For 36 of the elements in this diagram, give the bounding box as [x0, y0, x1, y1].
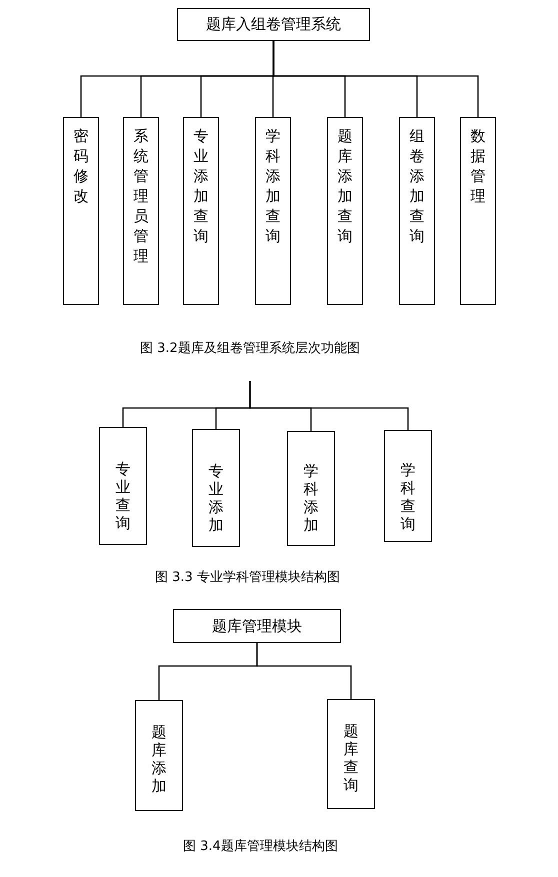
box-label: 题库查询 [343, 722, 359, 794]
box-label: 数据管理 [470, 126, 486, 206]
connector-line [249, 381, 409, 430]
box-label: 组卷添加查询 [409, 126, 425, 246]
function-box [460, 117, 496, 305]
function-box [123, 117, 159, 305]
figure-caption: 图 3.4题库管理模块结构图 [183, 838, 338, 855]
module-box [173, 609, 341, 643]
box-label: 题库添加 [151, 723, 167, 795]
function-box [63, 117, 99, 305]
function-box [135, 700, 183, 811]
connector-line [256, 643, 352, 699]
box-label: 系统管理员管理 [133, 126, 149, 266]
function-box [255, 117, 291, 305]
box-label: 题库添加查询 [337, 126, 353, 246]
function-box [99, 427, 147, 545]
function-box [399, 117, 435, 305]
box-label: 专业添加 [208, 462, 224, 534]
box-label: 专业查询 [115, 460, 131, 532]
box-label: 学科添加 [303, 462, 319, 534]
function-box [192, 429, 240, 547]
function-box [384, 430, 432, 542]
figure-caption: 图 3.3 专业学科管理模块结构图 [155, 569, 340, 586]
box-label: 题库入组卷管理系统 [206, 15, 341, 34]
box-label: 题库管理模块 [212, 616, 302, 636]
function-box [327, 699, 375, 809]
box-label: 学科添加查询 [265, 126, 281, 246]
function-box [183, 117, 219, 305]
function-box [287, 431, 335, 546]
figure-caption: 图 3.2题库及组卷管理系统层次功能图 [140, 340, 360, 357]
box-label: 专业添加查询 [193, 126, 209, 246]
box-label: 学科查询 [400, 461, 416, 533]
box-label: 密码修改 [73, 126, 89, 206]
module-box [177, 8, 370, 41]
connector-line [272, 41, 479, 117]
function-box [327, 117, 363, 305]
